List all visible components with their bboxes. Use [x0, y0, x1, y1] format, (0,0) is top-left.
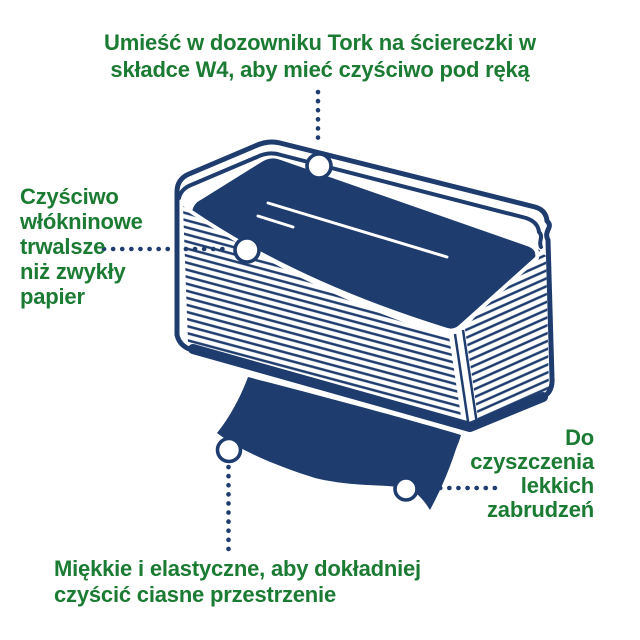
marker-circle-bottom — [215, 436, 243, 464]
annotation-light-soils: Do czyszczenia lekkich zabrudzeń — [470, 425, 594, 522]
wrapper-outline — [174, 139, 555, 432]
marker-circle-right — [393, 476, 419, 502]
annotation-dispenser: Umieść w dozowniku Tork na ściereczki w … — [104, 30, 536, 82]
draped-wipe — [217, 377, 461, 510]
annotation-durability: Czyściwo włókninowe trwalsze niż zwykły … — [20, 184, 143, 309]
wrapper-fold-line — [177, 151, 544, 249]
stack-top-face — [188, 154, 540, 333]
annotation-flexibility: Miękkie i elastyczne, aby dokładniej czy… — [54, 556, 421, 607]
stack-side-folds — [462, 247, 549, 426]
stack-corner-edge-right — [461, 329, 479, 425]
stack-corner-band — [449, 329, 479, 430]
top-slit-highlight-short — [256, 214, 295, 229]
marker-circle-top — [305, 152, 333, 180]
stack-corner-edge-left — [453, 333, 471, 429]
top-slit-highlight — [266, 201, 449, 259]
marker-circle-left — [233, 236, 261, 264]
